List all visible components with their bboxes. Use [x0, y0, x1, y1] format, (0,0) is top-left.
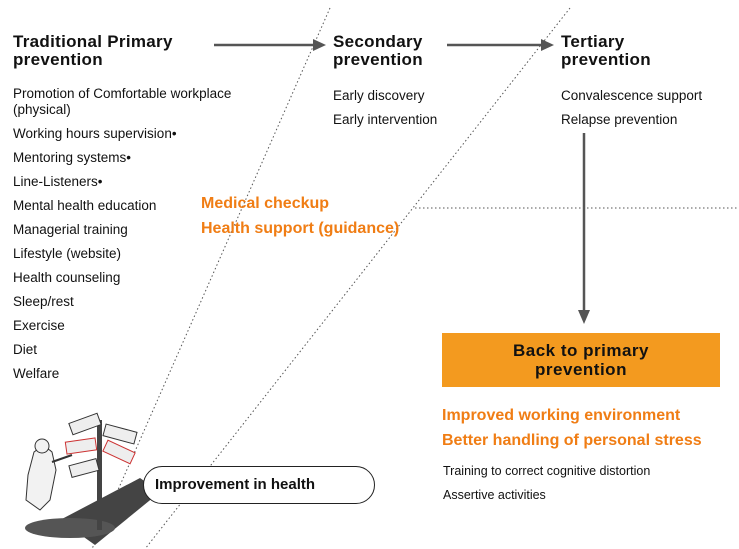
list-item: Early discovery: [333, 88, 425, 103]
list-item: Line-Listeners•: [13, 174, 103, 189]
list-item: Managerial training: [13, 222, 128, 237]
outcomes-list: Training to correct cognitive distortion…: [443, 459, 650, 507]
secondary-heading: Secondary prevention: [333, 33, 423, 69]
tertiary-heading-line1: Tertiary: [561, 32, 625, 51]
outcomes-highlight: Improved working environment Better hand…: [442, 403, 702, 453]
tertiary-items-list: Convalescence support Relapse prevention: [561, 88, 702, 128]
improvement-label: Improvement in health: [143, 466, 375, 504]
list-item: Welfare: [13, 366, 60, 381]
tertiary-heading-line2: prevention: [561, 50, 651, 69]
outcome-stress-handling: Better handling of personal stress: [442, 432, 702, 449]
outcome-improved-environment: Improved working environment: [442, 407, 681, 424]
arrow-primary-to-secondary: [214, 39, 326, 51]
list-item: Health counseling: [13, 270, 121, 285]
list-item: Training to correct cognitive distortion: [443, 464, 651, 478]
tertiary-heading: Tertiary prevention: [561, 33, 651, 69]
list-item: Relapse prevention: [561, 112, 678, 127]
diagonal-divider-2: [144, 7, 571, 549]
list-item: Sleep/rest: [13, 294, 74, 309]
list-item: Mental health education: [13, 198, 157, 213]
back-box-line2: prevention: [535, 360, 627, 379]
secondary-heading-line1: Secondary: [333, 32, 423, 51]
checkup-line1: Medical checkup: [201, 195, 330, 212]
list-item: Promotion of Comfortable workplace (phys…: [13, 86, 232, 117]
list-item: Lifestyle (website): [13, 246, 122, 261]
primary-heading-line1: Traditional Primary: [13, 32, 173, 51]
back-to-primary-box: Back to primary prevention: [442, 333, 720, 387]
secondary-items-list: Early discovery Early intervention: [333, 88, 437, 128]
secondary-heading-line2: prevention: [333, 50, 423, 69]
list-item: Assertive activities: [443, 488, 546, 502]
arrow-down-to-box: [578, 133, 590, 324]
checkup-text: Medical checkup Health support (guidance…: [201, 191, 399, 241]
primary-heading: Traditional Primary prevention: [13, 33, 173, 69]
arrow-secondary-to-tertiary: [447, 39, 554, 51]
list-item: Diet: [13, 342, 38, 357]
person-signpost-illustration: [25, 412, 160, 545]
primary-heading-line2: prevention: [13, 50, 103, 69]
list-item: Convalescence support: [561, 88, 703, 103]
list-item: Working hours supervision•: [13, 126, 177, 141]
primary-items-list: Promotion of Comfortable workplace (phys…: [13, 86, 283, 390]
back-box-line1: Back to primary: [513, 341, 649, 360]
list-item: Mentoring systems•: [13, 150, 132, 165]
list-item: Exercise: [13, 318, 65, 333]
checkup-line2: Health support (guidance): [201, 220, 400, 237]
list-item: Early intervention: [333, 112, 438, 127]
